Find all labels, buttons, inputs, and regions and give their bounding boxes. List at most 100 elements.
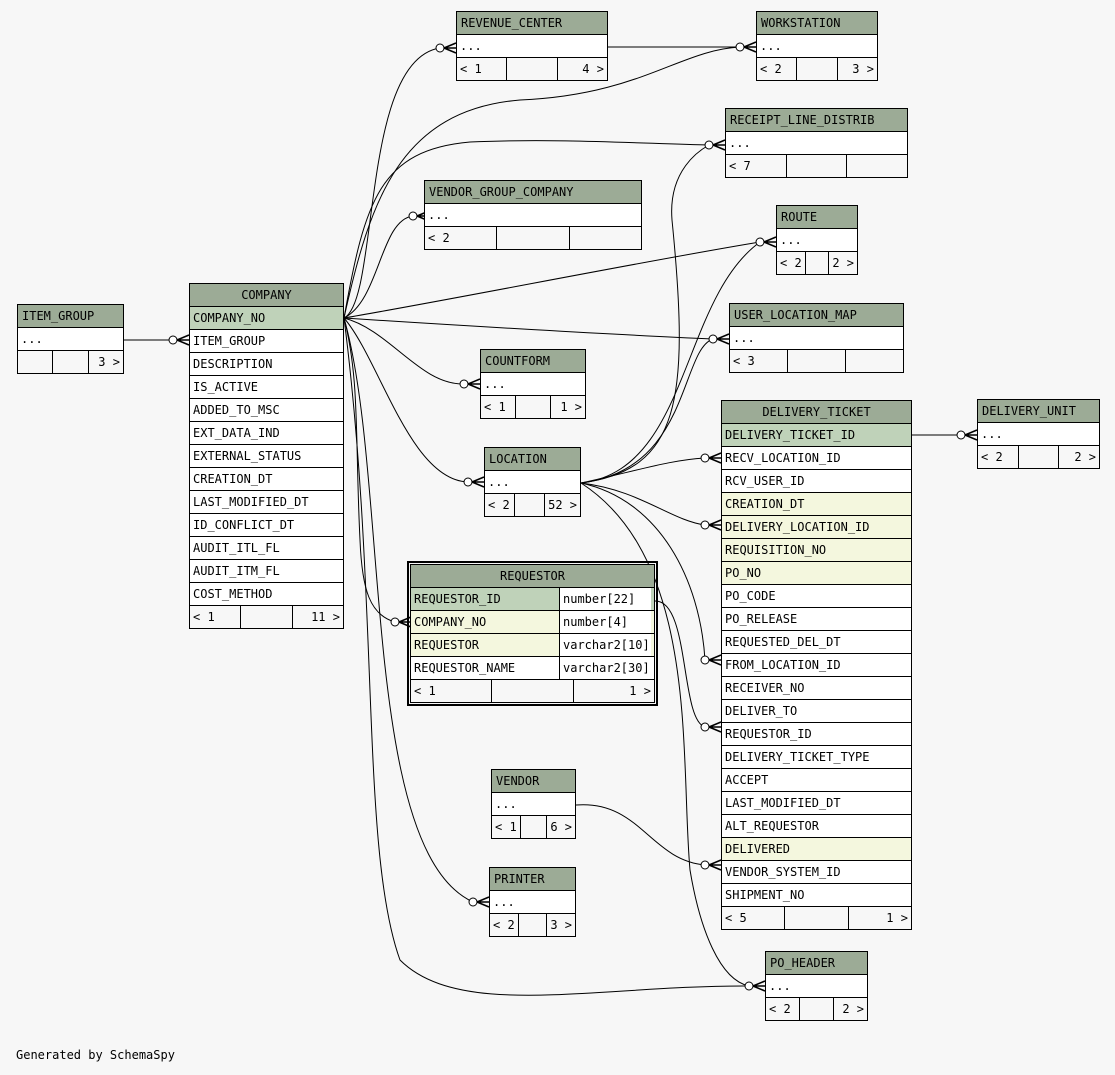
table-header[interactable]: USER_LOCATION_MAP xyxy=(730,304,903,327)
column-row[interactable]: AUDIT_ITM_FL xyxy=(190,560,343,583)
children-count[interactable] xyxy=(570,227,641,249)
parents-count[interactable]: < 1 xyxy=(457,58,508,80)
column-row[interactable]: EXT_DATA_IND xyxy=(190,422,343,445)
table-vendor[interactable]: VENDOR...< 1 6 > xyxy=(491,769,576,839)
column-row[interactable]: FROM_LOCATION_ID xyxy=(722,654,911,677)
children-count[interactable]: 3 > xyxy=(98,355,120,369)
collapsed-columns-row[interactable]: ... xyxy=(726,132,907,155)
collapsed-columns-row[interactable]: ... xyxy=(777,229,857,252)
column-row[interactable]: RECEIVER_NO xyxy=(722,677,911,700)
table-header[interactable]: VENDOR_GROUP_COMPANY xyxy=(425,181,641,204)
parents-count[interactable]: < 2 xyxy=(485,494,516,516)
parents-count[interactable]: < 5 xyxy=(722,907,786,929)
children-count[interactable]: 1 > xyxy=(886,911,908,925)
table-header[interactable]: PO_HEADER xyxy=(766,952,867,975)
table-header[interactable]: VENDOR xyxy=(492,770,575,793)
column-row[interactable]: DELIVERY_TICKET_ID xyxy=(722,424,911,447)
column-row[interactable]: LAST_MODIFIED_DT xyxy=(190,491,343,514)
column-row[interactable]: ALT_REQUESTOR xyxy=(722,815,911,838)
collapsed-columns-row[interactable]: ... xyxy=(766,975,867,998)
column-row[interactable]: AUDIT_ITL_FL xyxy=(190,537,343,560)
column-row[interactable]: DELIVER_TO xyxy=(722,700,911,723)
table-header[interactable]: PRINTER xyxy=(490,868,575,891)
parents-count[interactable]: < 2 xyxy=(766,998,800,1020)
column-row[interactable]: DESCRIPTION xyxy=(190,353,343,376)
column-row[interactable]: REQUISITION_NO xyxy=(722,539,911,562)
column-row[interactable]: REQUESTED_DEL_DT xyxy=(722,631,911,654)
collapsed-columns-row[interactable]: ... xyxy=(457,35,607,58)
collapsed-columns-row[interactable]: ... xyxy=(481,373,585,396)
parents-count[interactable]: < 2 xyxy=(777,252,806,274)
parents-count[interactable]: < 3 xyxy=(730,350,788,372)
table-header[interactable]: WORKSTATION xyxy=(757,12,877,35)
parents-count[interactable] xyxy=(18,351,54,373)
column-row[interactable]: RCV_USER_ID xyxy=(722,470,911,493)
children-count[interactable]: 11 > xyxy=(311,610,340,624)
column-row[interactable]: PO_NO xyxy=(722,562,911,585)
column-row[interactable]: CREATION_DT xyxy=(722,493,911,516)
column-row[interactable]: ADDED_TO_MSC xyxy=(190,399,343,422)
column-row[interactable]: RECV_LOCATION_ID xyxy=(722,447,911,470)
column-row[interactable]: ACCEPT xyxy=(722,769,911,792)
table-header[interactable]: ROUTE xyxy=(777,206,857,229)
parents-count[interactable]: < 1 xyxy=(492,816,521,838)
children-count[interactable] xyxy=(846,350,903,372)
column-row[interactable]: COST_METHOD xyxy=(190,583,343,606)
parents-count[interactable]: < 2 xyxy=(978,446,1019,468)
column-row[interactable]: VENDOR_SYSTEM_ID xyxy=(722,861,911,884)
column-row[interactable]: SHIPMENT_NO xyxy=(722,884,911,907)
column-row[interactable]: IS_ACTIVE xyxy=(190,376,343,399)
collapsed-columns-row[interactable]: ... xyxy=(485,471,580,494)
column-row[interactable]: EXTERNAL_STATUS xyxy=(190,445,343,468)
column-row[interactable]: PO_CODE xyxy=(722,585,911,608)
table-countform[interactable]: COUNTFORM...< 1 1 > xyxy=(480,349,586,419)
table-header[interactable]: LOCATION xyxy=(485,448,580,471)
column-row[interactable]: COMPANY_NO xyxy=(190,307,343,330)
children-count[interactable]: 3 > xyxy=(852,62,874,76)
table-header[interactable]: COMPANY xyxy=(190,284,343,307)
column-row[interactable]: PO_RELEASE xyxy=(722,608,911,631)
table-header[interactable]: ITEM_GROUP xyxy=(18,305,123,328)
table-header[interactable]: DELIVERY_UNIT xyxy=(978,400,1099,423)
column-row[interactable]: REQUESTOR_ID xyxy=(722,723,911,746)
table-header[interactable]: COUNTFORM xyxy=(481,350,585,373)
table-header[interactable]: REQUESTOR xyxy=(411,565,654,588)
table-user-location-map[interactable]: USER_LOCATION_MAP...< 3 xyxy=(729,303,904,373)
children-count[interactable]: 4 > xyxy=(582,62,604,76)
collapsed-columns-row[interactable]: ... xyxy=(492,793,575,816)
collapsed-columns-row[interactable]: ... xyxy=(18,328,123,351)
table-header[interactable]: DELIVERY_TICKET xyxy=(722,401,911,424)
collapsed-columns-row[interactable]: ... xyxy=(490,891,575,914)
table-header[interactable]: RECEIPT_LINE_DISTRIB xyxy=(726,109,907,132)
collapsed-columns-row[interactable]: ... xyxy=(978,423,1099,446)
column-row[interactable]: DELIVERY_TICKET_TYPE xyxy=(722,746,911,769)
parents-count[interactable]: < 7 xyxy=(726,155,787,177)
column-row[interactable]: ITEM_GROUP xyxy=(190,330,343,353)
children-count[interactable]: 1 > xyxy=(560,400,582,414)
column-row[interactable]: LAST_MODIFIED_DT xyxy=(722,792,911,815)
children-count[interactable]: 6 > xyxy=(550,820,572,834)
table-vendor-group-company[interactable]: VENDOR_GROUP_COMPANY...< 2 xyxy=(424,180,642,250)
column-row[interactable]: CREATION_DT xyxy=(190,468,343,491)
collapsed-columns-row[interactable]: ... xyxy=(730,327,903,350)
children-count[interactable]: 3 > xyxy=(550,918,572,932)
column-row[interactable]: ID_CONFLICT_DT xyxy=(190,514,343,537)
column-row[interactable]: DELIVERED xyxy=(722,838,911,861)
collapsed-columns-row[interactable]: ... xyxy=(757,35,877,58)
column-row[interactable]: DELIVERY_LOCATION_ID xyxy=(722,516,911,539)
children-count[interactable]: 1 > xyxy=(629,684,651,698)
table-item-group[interactable]: ITEM_GROUP... 3 > xyxy=(17,304,124,374)
parents-count[interactable]: < 1 xyxy=(481,396,516,418)
parents-count[interactable]: < 1 xyxy=(411,680,493,702)
